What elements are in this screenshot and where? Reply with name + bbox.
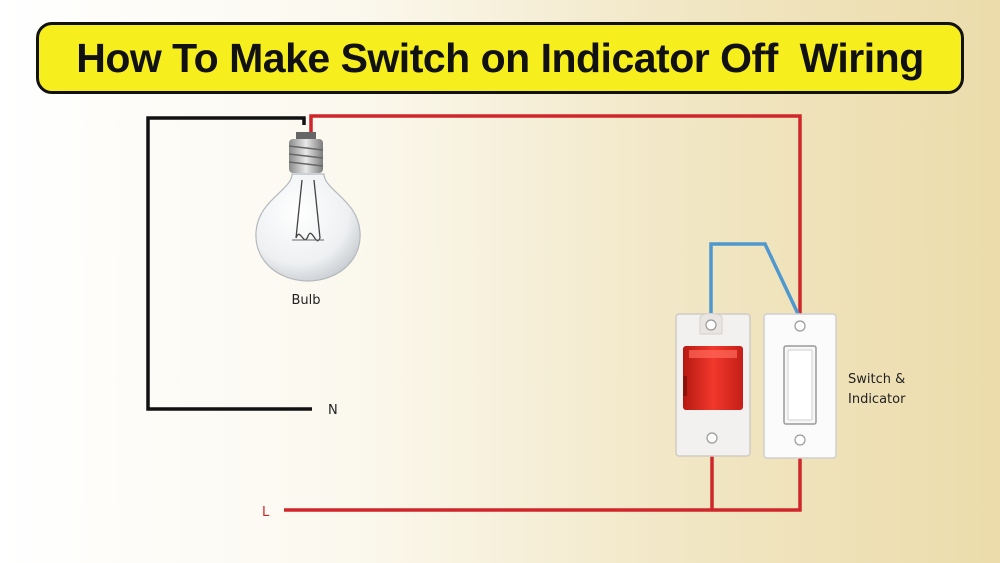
switch-label-line1: Switch & [848,372,905,387]
live-wire-bulb-to-switch [309,114,802,318]
indicator-lamp [683,346,743,410]
indicator-plate [675,313,751,457]
bulb-icon [255,132,361,282]
page-title: How To Make Switch on Indicator Off Wiri… [76,34,924,81]
switch-plate [763,313,837,459]
bulb-label: Bulb [291,293,320,308]
title-banner: How To Make Switch on Indicator Off Wiri… [36,22,964,94]
neutral-wire [146,116,312,411]
line-label: L [262,505,270,520]
neutral-label: N [328,403,338,418]
link-wire [709,242,802,319]
line-wire [284,440,802,512]
switch-label-line2: Indicator [848,392,906,407]
